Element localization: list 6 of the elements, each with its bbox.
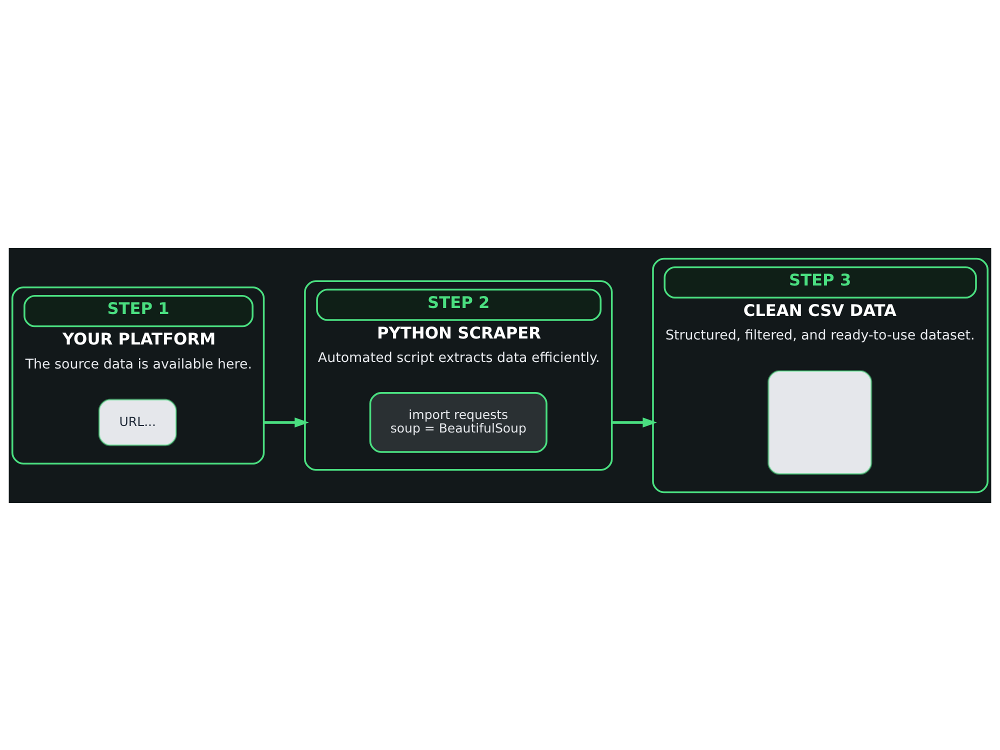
arrow [264,416,309,427]
node-box [768,370,872,474]
node-box: URL... [98,398,177,446]
node-box: import requests soup = BeautifulSoup [369,392,548,452]
arrow [612,416,658,427]
cluster: STEP 3 CLEAN CSV DATA Structured, filtered, and ready-to-use dataset. [652,257,989,493]
